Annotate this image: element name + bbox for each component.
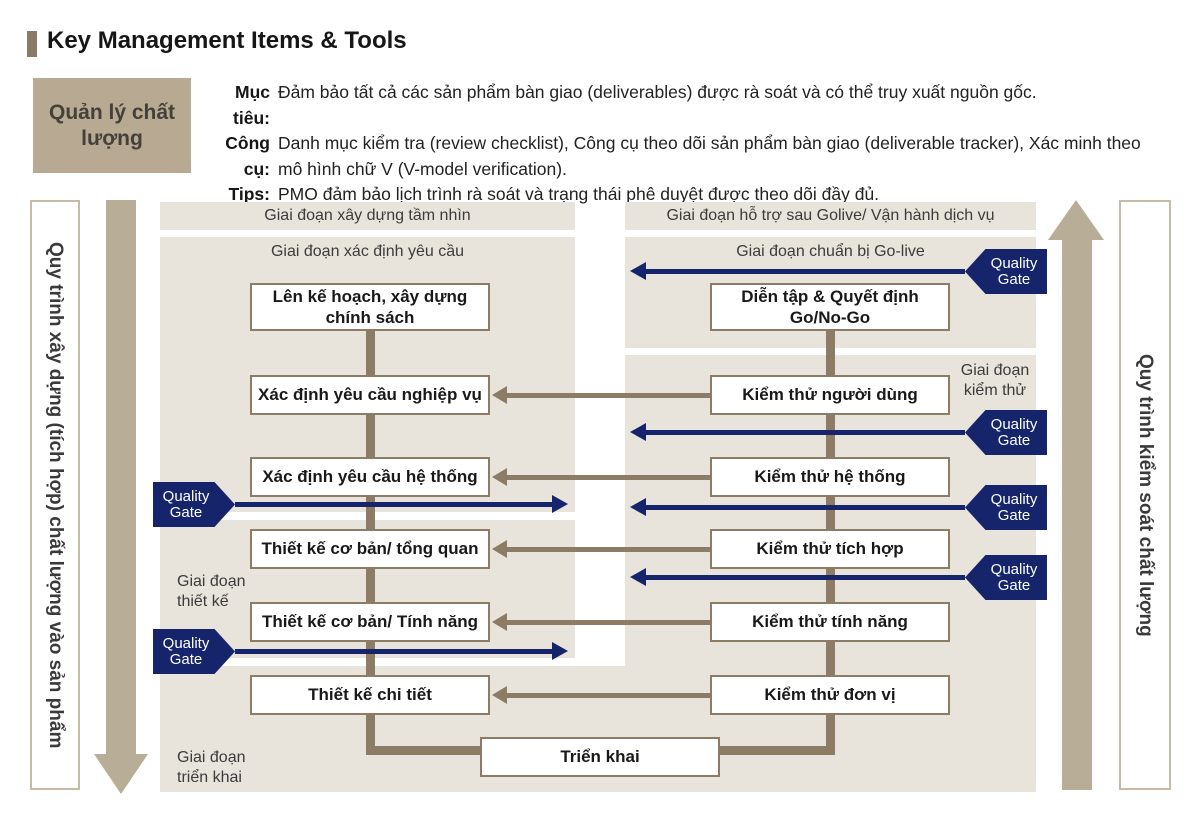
connector	[826, 715, 835, 755]
step-implementation: Triển khai	[480, 737, 720, 777]
deploy-phase-label-line1: Giai đoạn	[177, 749, 246, 766]
connector	[826, 331, 835, 375]
quality-gate-text: Gate	[997, 270, 1031, 288]
quality-gate-arrow	[645, 430, 965, 435]
objective-label: Mục tiêu:	[233, 82, 270, 128]
step-system-testing: Kiểm thử hệ thống	[710, 457, 950, 497]
quality-management-badge: Quản lý chất lượng	[33, 78, 191, 173]
test-phase-label-line1: Giai đoạn	[960, 362, 1030, 379]
quality-gate-badge: Quality Gate	[965, 485, 1047, 530]
deploy-phase-label: Giai đoạn triển khai	[177, 748, 246, 788]
test-phase-label: Giai đoạn kiểm thử	[950, 361, 1040, 401]
arrow-head-icon	[552, 642, 568, 660]
step-basic-design-features: Thiết kế cơ bản/ Tính năng	[250, 602, 490, 642]
summary-row-tools: Công cụ: Danh mục kiểm tra (review check…	[210, 131, 1155, 182]
quality-gate-text: Quality	[990, 254, 1038, 272]
quality-gate-text: Gate	[997, 576, 1031, 594]
quality-gate-text: Gate	[169, 503, 203, 521]
quality-gate-text: Quality	[162, 487, 210, 505]
connector	[720, 746, 835, 755]
arrow-head-icon	[630, 568, 646, 586]
down-arrow-head-icon	[94, 754, 148, 794]
connector	[826, 415, 835, 457]
arrow-head-icon	[552, 495, 568, 513]
step-unit-testing: Kiểm thử đơn vị	[710, 675, 950, 715]
connector	[366, 642, 375, 675]
step-feature-testing: Kiểm thử tính năng	[710, 602, 950, 642]
quality-gate-text: Quality	[990, 490, 1038, 508]
test-to-design-arrow	[507, 693, 710, 698]
connector	[366, 569, 375, 602]
quality-gate-badge: Quality Gate	[965, 555, 1047, 600]
test-to-design-arrow	[507, 393, 710, 398]
tools-text: Danh mục kiểm tra (review checklist), Cô…	[278, 133, 1141, 179]
summary-row-tips: Tips: PMO đảm bảo lịch trình rà soát và …	[210, 182, 1155, 208]
golive-prep-header: Giai đoạn chuẩn bị Go-live	[736, 243, 925, 260]
step-rehearsal-go-nogo: Diễn tập & Quyết định Go/No-Go	[710, 283, 950, 331]
title-accent-bar	[27, 31, 37, 57]
band-golive-support-phase: Giai đoạn hỗ trợ sau Golive/ Vận hành dị…	[625, 202, 1036, 230]
up-arrow-shaft	[1062, 240, 1092, 790]
quality-gate-arrow	[235, 649, 552, 654]
arrow-head-icon	[630, 423, 646, 441]
connector	[366, 715, 375, 755]
quality-gate-arrow	[645, 575, 965, 580]
quality-gate-badge: Quality Gate	[153, 482, 235, 527]
page-title: Key Management Items & Tools	[47, 27, 407, 54]
step-detailed-design: Thiết kế chi tiết	[250, 675, 490, 715]
summary-row-objective: Mục tiêu: Đảm bảo tất cả các sản phẩm bà…	[210, 80, 1155, 131]
deploy-phase-label-line2: triển khai	[177, 769, 242, 786]
connector	[826, 569, 835, 602]
test-to-design-arrow	[507, 547, 710, 552]
quality-gate-text: Gate	[169, 650, 203, 668]
step-user-testing: Kiểm thử người dùng	[710, 375, 950, 415]
down-arrow-shaft	[106, 200, 136, 756]
tips-text: PMO đảm bảo lịch trình rà soát và trạng …	[278, 184, 880, 204]
connector	[366, 331, 375, 375]
design-phase-label-line2: thiết kế	[177, 593, 229, 610]
connector	[366, 497, 375, 529]
arrow-head-icon	[630, 498, 646, 516]
summary-block: Mục tiêu: Đảm bảo tất cả các sản phẩm bà…	[210, 80, 1155, 208]
arrow-head-icon	[630, 262, 646, 280]
band-vision-phase: Giai đoạn xây dựng tầm nhìn	[160, 202, 575, 230]
connector	[366, 415, 375, 457]
connector	[826, 497, 835, 529]
up-arrow-head-icon	[1048, 200, 1104, 240]
arrow-head-icon	[492, 540, 507, 558]
quality-gate-text: Gate	[997, 506, 1031, 524]
quality-gate-text: Quality	[162, 634, 210, 652]
design-phase-label-line1: Giai đoạn	[177, 573, 246, 590]
test-to-design-arrow	[507, 620, 710, 625]
arrow-head-icon	[492, 686, 507, 704]
quality-gate-text: Quality	[990, 415, 1038, 433]
step-business-requirements: Xác định yêu cầu nghiệp vụ	[250, 375, 490, 415]
step-system-requirements: Xác định yêu cầu hệ thống	[250, 457, 490, 497]
requirements-phase-header: Giai đoạn xác định yêu cầu	[270, 243, 464, 260]
tools-label: Công cụ:	[225, 133, 270, 179]
connector	[366, 746, 480, 755]
arrow-head-icon	[492, 613, 507, 631]
quality-gate-text: Gate	[997, 431, 1031, 449]
connector	[826, 642, 835, 675]
left-process-rail: Quy trình xây dựng (tích hợp) chất lượng…	[30, 200, 80, 790]
quality-gate-badge: Quality Gate	[153, 629, 235, 674]
objective-text: Đảm bảo tất cả các sản phẩm bàn giao (de…	[278, 82, 1037, 102]
arrow-head-icon	[492, 468, 507, 486]
quality-gate-badge: Quality Gate	[965, 410, 1047, 455]
arrow-head-icon	[492, 386, 507, 404]
test-phase-label-line2: kiểm thử	[963, 382, 1027, 399]
design-phase-label: Giai đoạn thiết kế	[177, 572, 246, 612]
step-planning-policy: Lên kế hoạch, xây dựng chính sách	[250, 283, 490, 331]
quality-gate-arrow	[645, 269, 965, 274]
quality-gate-text: Quality	[990, 560, 1038, 578]
test-to-design-arrow	[507, 475, 710, 480]
quality-gate-badge: Quality Gate	[965, 249, 1047, 294]
tips-label: Tips:	[228, 184, 271, 204]
quality-gate-arrow	[645, 505, 965, 510]
step-integration-testing: Kiểm thử tích hợp	[710, 529, 950, 569]
step-basic-design-overview: Thiết kế cơ bản/ tổng quan	[250, 529, 490, 569]
quality-gate-arrow	[235, 502, 552, 507]
right-process-rail: Quy trình kiểm soát chất lượng	[1119, 200, 1171, 790]
